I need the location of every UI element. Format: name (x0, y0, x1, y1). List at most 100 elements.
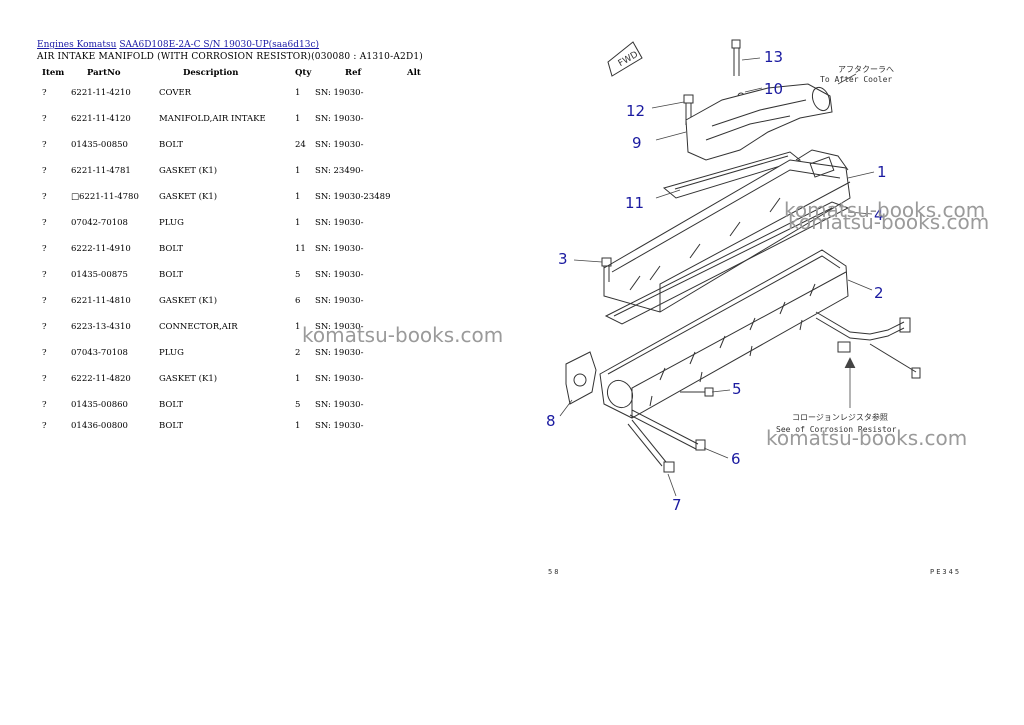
qty-cell: 1 (295, 421, 301, 431)
alt-cell (407, 262, 447, 288)
qty-cell: 2 (295, 348, 301, 358)
item-cell: ? (42, 322, 47, 332)
table-row: ? 6221-11-4210 COVER 1 SN: 19030- (37, 80, 447, 106)
gasket-8-shape (565, 351, 597, 405)
partno-cell: 6221-11-4210 (71, 88, 131, 98)
alt-cell (407, 236, 447, 262)
partno-cell: 6223-13-4310 (71, 322, 131, 332)
callout-5: 5 (732, 380, 742, 398)
callout-2: 2 (874, 284, 884, 302)
partno-cell: 01435-00850 (71, 140, 128, 150)
ref-cell: SN: 19030- (315, 270, 364, 280)
note-after-cooler-en: To After Cooler (820, 75, 892, 84)
table-header-row: Item PartNo Description Qty Ref Alt (37, 65, 447, 80)
breadcrumb-link-engines[interactable]: Engines Komatsu (37, 40, 117, 50)
qty-cell: 1 (295, 374, 301, 384)
alt-cell (407, 132, 447, 158)
ref-cell: SN: 19030- (315, 244, 364, 254)
callout-3: 3 (558, 250, 568, 268)
callout-4: 4 (874, 206, 884, 224)
partno-cell: 07042-70108 (71, 218, 128, 228)
partno-cell: 6221-11-4810 (71, 296, 131, 306)
corrosion-pipe-shape (815, 311, 921, 379)
qty-cell: 1 (295, 218, 301, 228)
partno-cell: 6222-11-4820 (71, 374, 131, 384)
ref-cell: SN: 19030- (315, 374, 364, 384)
description-cell: PLUG (159, 218, 184, 228)
ref-cell: SN: 19030- (315, 400, 364, 410)
description-cell: BOLT (159, 244, 183, 254)
item-cell: ? (42, 140, 47, 150)
table-row: ? 07042-70108 PLUG 1 SN: 19030- (37, 210, 447, 236)
ref-cell: SN: 19030- (315, 296, 364, 306)
item-cell: ? (42, 348, 47, 358)
callout-12: 12 (626, 102, 645, 120)
description-cell: BOLT (159, 270, 183, 280)
fwd-arrow-icon: FWD (607, 41, 643, 77)
breadcrumb: Engines Komatsu SAA6D108E-2A-C S/N 19030… (37, 40, 319, 50)
partno-cell: □6221-11-4780 (71, 192, 139, 202)
ref-cell: SN: 19030-23489 (315, 192, 391, 202)
item-cell: ? (42, 88, 47, 98)
ref-cell: SN: 19030- (315, 218, 364, 228)
qty-cell: 24 (295, 140, 306, 150)
note-corrosion-jp: コロージョンレジスタ参照 (792, 412, 888, 422)
ref-cell: SN: 19030- (315, 322, 364, 332)
watermark-3: komatsu-books.com (302, 323, 504, 347)
description-cell: PLUG (159, 348, 184, 358)
qty-cell: 1 (295, 88, 301, 98)
partno-cell: 6221-11-4120 (71, 114, 131, 124)
col-header-partno: PartNo (87, 67, 121, 78)
gasket-11-shape (662, 151, 802, 199)
ref-cell: SN: 19030- (315, 88, 364, 98)
manifold-2-shape (599, 249, 849, 419)
page-title: AIR INTAKE MANIFOLD (WITH CORROSION RESI… (37, 52, 424, 62)
alt-cell (407, 158, 447, 184)
callout-13: 13 (764, 48, 783, 66)
bolt-7-shape (627, 419, 675, 473)
callout-6: 6 (731, 450, 741, 468)
description-cell: COVER (159, 88, 192, 98)
qty-cell: 5 (295, 270, 301, 280)
alt-cell (407, 80, 447, 106)
watermark-2: komatsu-books.com (788, 210, 990, 234)
item-cell: ? (42, 244, 47, 254)
item-cell: ? (42, 114, 47, 124)
description-cell: GASKET (K1) (159, 374, 218, 384)
callout-9: 9 (632, 134, 642, 152)
ref-cell: SN: 19030- (315, 421, 364, 431)
connector-9-shape (685, 83, 833, 161)
item-cell: ? (42, 374, 47, 384)
qty-cell: 1 (295, 166, 301, 176)
parts-diagram: FWD (546, 39, 921, 514)
breadcrumb-link-model[interactable]: SAA6D108E-2A-C S/N 19030-UP(saa6d13c) (119, 40, 320, 50)
gasket-4-shape (604, 201, 850, 325)
description-cell: GASKET (K1) (159, 192, 218, 202)
table-row: ? 6222-11-4820 GASKET (K1) 1 SN: 19030- (37, 366, 447, 392)
alt-cell (407, 210, 447, 236)
description-cell: GASKET (K1) (159, 166, 218, 176)
page-number-left: 58 (548, 568, 561, 576)
partno-cell: 6222-11-4910 (71, 244, 131, 254)
qty-cell: 6 (295, 296, 301, 306)
qty-cell: 1 (295, 322, 301, 332)
description-cell: GASKET (K1) (159, 296, 218, 306)
callout-11: 11 (625, 194, 644, 212)
partno-cell: 01435-00875 (71, 270, 128, 280)
col-header-ref: Ref (345, 67, 362, 78)
callout-7: 7 (672, 496, 682, 514)
note-after-cooler-jp: アフタクーラへ (838, 65, 894, 74)
alt-cell (407, 288, 447, 314)
item-cell: ? (42, 218, 47, 228)
qty-cell: 1 (295, 114, 301, 124)
description-cell: BOLT (159, 140, 183, 150)
watermark-1: komatsu-books.com (784, 198, 986, 222)
col-header-description: Description (183, 67, 239, 78)
qty-cell: 1 (295, 192, 301, 202)
